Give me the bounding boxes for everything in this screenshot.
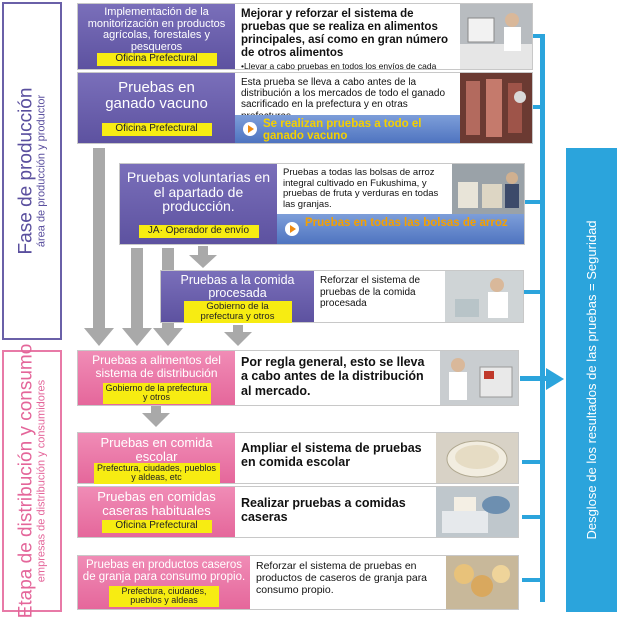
- row-badge: Prefectura, ciudades, pueblos y aldeas, …: [93, 463, 220, 484]
- row-title: Pruebas voluntarias en el apartado de pr…: [126, 169, 271, 215]
- cattle-photo: [460, 73, 532, 143]
- safety-results-text: Desglose de los resultados de las prueba…: [583, 220, 599, 540]
- arrow-down-icon: [122, 248, 152, 346]
- row-distribution-foods: Pruebas a alimentos del sistema de distr…: [77, 350, 519, 406]
- arrow-down-icon: [189, 246, 217, 268]
- arrow-down-icon: [84, 148, 114, 346]
- row-distribution-label: Pruebas a alimentos del sistema de distr…: [78, 351, 235, 405]
- row-home-meals: Pruebas en comidas caseras habituales Of…: [77, 486, 519, 538]
- row-badge: Oficina Prefectural: [96, 53, 217, 66]
- row-description: Reforzar el sistema de pruebas de la com…: [314, 271, 445, 322]
- banner-text: Pruebas en todas las bolsas de arroz: [305, 217, 508, 229]
- row-description: Reforzar el sistema de pruebas en produc…: [250, 556, 446, 609]
- row-badge: Prefectura, ciudades, pueblos y aldeas: [109, 586, 219, 607]
- row-text: Ampliar el sistema de pruebas en comida …: [241, 441, 422, 470]
- row-title: Pruebas en comidas caseras habituales: [97, 489, 216, 518]
- row-description: Ampliar el sistema de pruebas en comida …: [235, 433, 436, 483]
- row-cattle-label: Pruebas en ganado vacuno Oficina Prefect…: [78, 73, 235, 143]
- play-icon: [243, 122, 257, 136]
- rice-bags-photo: [452, 164, 524, 214]
- production-phase-label: Fase de producción área de producción y …: [2, 2, 62, 340]
- row-description: Realizar pruebas a comidas caseras: [235, 487, 436, 537]
- lab-photo: [460, 4, 532, 69]
- production-phase-subtitle: área de producción y productor: [35, 94, 48, 248]
- row-voluntary-label: Pruebas voluntarias en el apartado de pr…: [120, 164, 277, 244]
- row-home-label: Pruebas en comidas caseras habituales Of…: [78, 487, 235, 537]
- row-text: Por regla general, esto se lleva a cabo …: [241, 355, 425, 398]
- school-meal-photo: [436, 433, 518, 483]
- row-text: Realizar pruebas a comidas caseras: [241, 496, 406, 525]
- row-description: Pruebas a todas las bolsas de arroz inte…: [277, 164, 452, 244]
- safety-results-column: Desglose de los resultados de las prueba…: [566, 148, 617, 612]
- arrow-down-icon: [142, 406, 170, 427]
- row-badge: Gobierno de la prefectura y otros: [183, 301, 292, 323]
- lab-equipment-photo: [440, 351, 518, 405]
- row-banner: Se realizan pruebas a todo el ganado vac…: [235, 115, 460, 143]
- processed-food-photo: [445, 271, 523, 322]
- row-processed-label: Pruebas a la comida procesada Gobierno d…: [161, 271, 314, 323]
- row-voluntary: Pruebas voluntarias en el apartado de pr…: [119, 163, 525, 245]
- row-title: Pruebas a la comida procesada: [180, 273, 295, 301]
- row-farm-label: Pruebas en productos caseros de granja p…: [78, 556, 250, 609]
- row-title: Pruebas en ganado vacuno: [105, 79, 208, 112]
- row-title: Pruebas en comida escolar: [100, 435, 213, 464]
- row-description: Por regla general, esto se lleva a cabo …: [235, 351, 440, 405]
- row-school-meals: Pruebas en comida escolar Prefectura, ci…: [77, 432, 519, 484]
- row-text: Reforzar el sistema de pruebas en produc…: [256, 560, 428, 597]
- row-school-label: Pruebas en comida escolar Prefectura, ci…: [78, 433, 235, 484]
- distribution-phase-title: Etapa de distribución y consumo: [15, 343, 37, 618]
- row-text: Reforzar el sistema de pruebas de la com…: [320, 275, 421, 309]
- distribution-phase-subtitle: empresas de distribución y consumidores: [35, 379, 48, 583]
- row-farm-products: Pruebas en productos caseros de granja p…: [77, 555, 519, 610]
- distribution-phase-label: Etapa de distribución y consumo empresas…: [2, 344, 62, 618]
- row-cattle: Pruebas en ganado vacuno Oficina Prefect…: [77, 72, 533, 144]
- row-description: Mejorar y reforzar el sistema de pruebas…: [235, 4, 460, 79]
- row-title: Implementación de la monitorización en p…: [87, 6, 226, 53]
- banner-text: Se realizan pruebas a todo el ganado vac…: [263, 118, 422, 143]
- row-monitoring: Implementación de la monitorización en p…: [77, 3, 533, 79]
- row-title: Pruebas en productos caseros de granja p…: [82, 559, 246, 584]
- row-text: Pruebas a todas las bolsas de arroz inte…: [283, 167, 439, 210]
- row-badge: JA· Operador de envío: [138, 225, 259, 238]
- row-banner: Pruebas en todas las bolsas de arroz: [277, 214, 524, 244]
- arrow-down-icon: [224, 325, 252, 346]
- home-meal-photo: [436, 487, 518, 537]
- row-badge: Oficina Prefectural: [101, 123, 212, 136]
- row-title: Pruebas a alimentos del sistema de distr…: [92, 353, 221, 380]
- row-badge: Oficina Prefectural: [101, 520, 212, 533]
- play-icon: [285, 222, 299, 236]
- row-text: Mejorar y reforzar el sistema de pruebas…: [241, 8, 449, 59]
- farm-products-photo: [446, 556, 518, 609]
- row-monitoring-label: Implementación de la monitorización en p…: [78, 4, 235, 69]
- row-processed-food: Pruebas a la comida procesada Gobierno d…: [160, 270, 524, 323]
- production-phase-title: Fase de producción: [15, 87, 37, 255]
- row-badge: Gobierno de la prefectura y otros: [102, 383, 211, 404]
